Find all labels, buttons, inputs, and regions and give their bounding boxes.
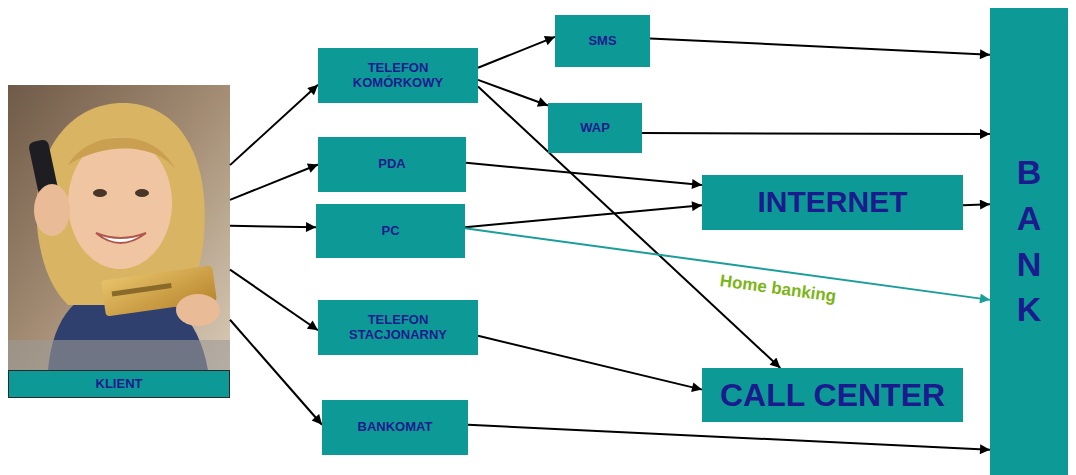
- hand: [176, 294, 220, 326]
- eye: [135, 189, 149, 197]
- hand: [34, 184, 70, 236]
- fringe: [68, 138, 176, 171]
- box-label: WAP: [574, 121, 616, 136]
- box-label: TELEFON KOMÓRKOWY: [318, 61, 478, 91]
- connector-arrow: [478, 80, 548, 106]
- connector-arrow: [230, 165, 318, 200]
- connector-arrow: [650, 38, 990, 54]
- connector-arrow: [642, 133, 990, 134]
- photo-background: [8, 85, 230, 370]
- box-label: KLIENT: [8, 370, 230, 398]
- box-label: PC: [375, 224, 405, 239]
- box-label: BANKOMAT: [352, 420, 439, 435]
- client-photo: [8, 85, 230, 370]
- desk: [8, 340, 230, 370]
- box-label: PDA: [372, 157, 411, 172]
- box-label: CALL CENTER: [714, 377, 951, 414]
- connector-arrow: [230, 85, 318, 165]
- box-label: INTERNET: [752, 185, 914, 220]
- connector-arrow: [465, 205, 702, 227]
- client-box: KLIENT: [8, 85, 230, 398]
- network-box: INTERNET: [702, 175, 963, 230]
- connector-arrow: [478, 336, 702, 390]
- connector-arrow: [468, 425, 990, 450]
- network-box: CALL CENTER: [702, 368, 963, 422]
- channel-box: BANKOMAT: [322, 400, 468, 455]
- channel-box: TELEFON KOMÓRKOWY: [318, 48, 478, 103]
- bank-label: BANK: [1012, 150, 1046, 334]
- box-label: TELEFON STACJONARNY: [318, 313, 478, 343]
- channel-box: SMS: [555, 15, 650, 67]
- channel-box: WAP: [548, 103, 642, 153]
- eye: [93, 189, 107, 197]
- card-stripe: [112, 283, 172, 296]
- channel-box: PDA: [318, 137, 466, 192]
- smile: [96, 233, 146, 243]
- connector-arrow: [963, 204, 990, 205]
- connector-arrow: [466, 163, 702, 185]
- box-label: SMS: [582, 34, 622, 49]
- connector-arrow: [230, 226, 316, 227]
- bank-bar: BANK: [990, 8, 1068, 475]
- connector-arrow: [478, 37, 555, 68]
- channel-box: PC: [316, 204, 465, 258]
- connector-arrow: [230, 270, 318, 331]
- connector-arrow: [230, 320, 322, 425]
- channel-box: TELEFON STACJONARNY: [318, 300, 478, 355]
